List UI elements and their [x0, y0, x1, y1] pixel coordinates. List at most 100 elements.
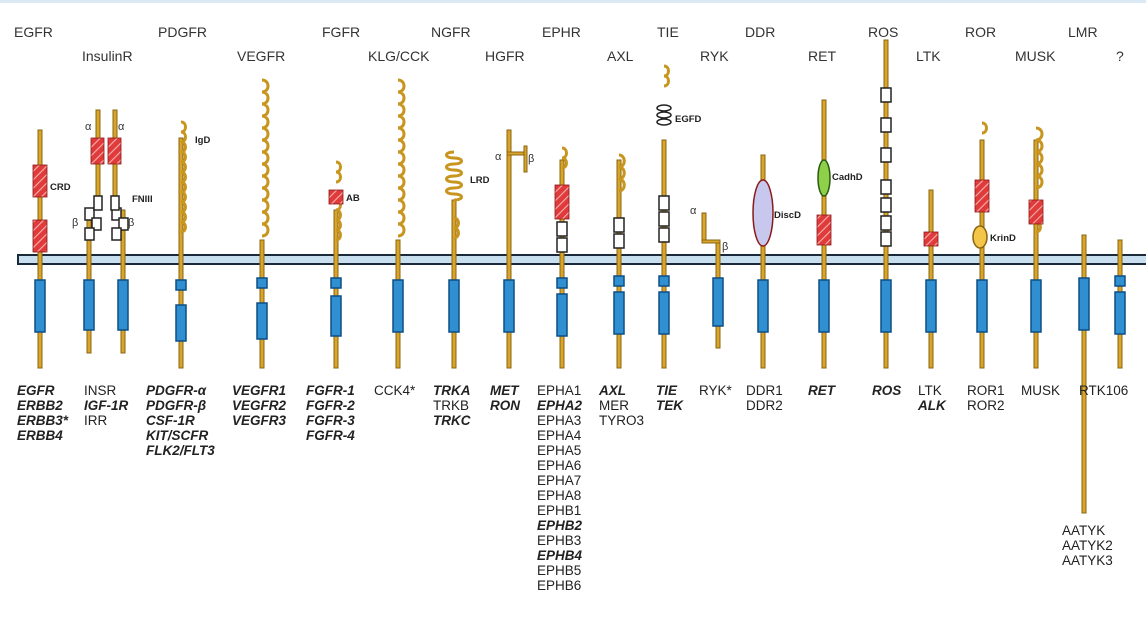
- gene-name: FGFR-3: [306, 413, 355, 428]
- fgfr-ig-domains: [335, 160, 342, 242]
- pdgfr-ig-domains: [180, 120, 187, 234]
- family-label-ryk: RYK: [700, 48, 729, 64]
- stalk-ddr: [760, 154, 766, 369]
- gene-name: PDGFR-α: [146, 383, 207, 398]
- family-label-ephr: EPHR: [542, 24, 581, 40]
- gene-name: TRKA: [433, 383, 471, 398]
- family-label-ngfr: NGFR: [431, 24, 471, 40]
- label-crd: CRD: [50, 182, 71, 193]
- gene-name: VEGFR1: [232, 383, 287, 398]
- egfr-crd-2: [32, 219, 48, 253]
- gene-name: ERBB3*: [17, 413, 69, 428]
- gene-name: LTK: [918, 383, 942, 398]
- tie-egf-domains: [656, 104, 672, 126]
- label-alpha-4: α: [690, 205, 697, 217]
- musk-crd: [1028, 199, 1044, 225]
- label-alpha-3: α: [495, 151, 502, 163]
- tie-ig-domains: [663, 64, 670, 88]
- stalk-lmr: [1081, 234, 1087, 514]
- gene-name: EPHA8: [537, 488, 582, 503]
- label-alpha-1: α: [85, 121, 92, 133]
- label-beta-1: β: [72, 217, 78, 229]
- fniii-domains: [84, 87, 892, 253]
- gene-name: KIT/SCFR: [146, 428, 209, 443]
- label-egfd: EGFD: [675, 114, 702, 125]
- family-label-hgfr: HGFR: [485, 48, 525, 64]
- gene-name: TEK: [656, 398, 683, 413]
- klg-ig-domains: [397, 78, 406, 238]
- gene-name: TRKB: [433, 398, 470, 413]
- family-label-unknown: ?: [1116, 48, 1124, 64]
- ror-crd: [974, 179, 990, 213]
- gene-name: RYK*: [699, 383, 732, 398]
- gene-name: EPHA1: [537, 383, 582, 398]
- family-label-vegfr: VEGFR: [237, 48, 286, 64]
- insulinr-crd-b: [107, 137, 122, 165]
- gene-name: EPHB6: [537, 578, 582, 593]
- stalk-ror: [979, 139, 985, 369]
- gene-name: RON: [490, 398, 520, 413]
- vegfr-ig-domains: [261, 78, 270, 238]
- gene-name: MER: [599, 398, 629, 413]
- gene-name: IRR: [84, 413, 108, 428]
- gene-name: ROR1: [967, 383, 1005, 398]
- gene-name: AATYK3: [1062, 553, 1113, 568]
- gene-name: EPHA5: [537, 443, 582, 458]
- ryk-alpha-bar: [701, 239, 721, 244]
- gene-name: EPHA2: [537, 398, 583, 413]
- family-label-ltk: LTK: [916, 48, 941, 64]
- hgfr-beta-tip: [523, 145, 528, 173]
- egfr-crd-1: [32, 164, 48, 198]
- label-beta-3: β: [528, 153, 534, 165]
- gene-name: EPHA7: [537, 473, 582, 488]
- gene-name: AATYK: [1062, 523, 1106, 538]
- ephr-ligand-binding: [561, 146, 568, 170]
- ryk-alpha-stalk: [701, 212, 707, 244]
- gene-name: ALK: [918, 398, 946, 413]
- top-border: [0, 0, 1146, 3]
- gene-name: EGFR: [17, 383, 55, 398]
- kinase-domains: [34, 275, 1126, 342]
- family-label-fgfr: FGFR: [322, 24, 361, 40]
- gene-name: RET: [808, 383, 835, 398]
- gene-name: EPHB2: [537, 518, 583, 533]
- gene-name: MET: [490, 383, 519, 398]
- ror-ig-domain: [981, 121, 988, 135]
- gene-name: ERBB2: [17, 398, 63, 413]
- gene-name: TYRO3: [599, 413, 645, 428]
- ephr-crd: [554, 184, 570, 220]
- gene-list-ret: RET: [808, 383, 835, 398]
- gene-name: CCK4*: [374, 383, 416, 398]
- family-label-insulinr: InsulinR: [82, 48, 133, 64]
- ngfr-ig-domains: [453, 216, 460, 240]
- stalk-axl: [616, 159, 622, 369]
- cys-rich-domains: [32, 137, 1044, 253]
- gene-name: VEGFR3: [232, 413, 287, 428]
- gene-list-klg: CCK4*: [374, 383, 415, 398]
- gene-name: CSF-1R: [146, 413, 195, 428]
- gene-name: EPHB5: [537, 563, 582, 578]
- label-lrd: LRD: [470, 175, 490, 186]
- gene-name: EPHA4: [537, 428, 582, 443]
- family-label-ros: ROS: [868, 24, 899, 40]
- gene-list-ryk: RYK*: [699, 383, 732, 398]
- fgfr-acid-box: [328, 189, 344, 205]
- ig-loops: [180, 64, 1044, 242]
- label-discd: DiscD: [774, 210, 801, 221]
- family-label-ddr: DDR: [745, 24, 776, 40]
- gene-list-ros: ROS: [872, 383, 901, 398]
- label-igd: IgD: [195, 135, 210, 146]
- gene-name: EPHA6: [537, 458, 582, 473]
- ror-kringle-domain: [972, 225, 988, 249]
- axl-ig-domains: [618, 153, 626, 193]
